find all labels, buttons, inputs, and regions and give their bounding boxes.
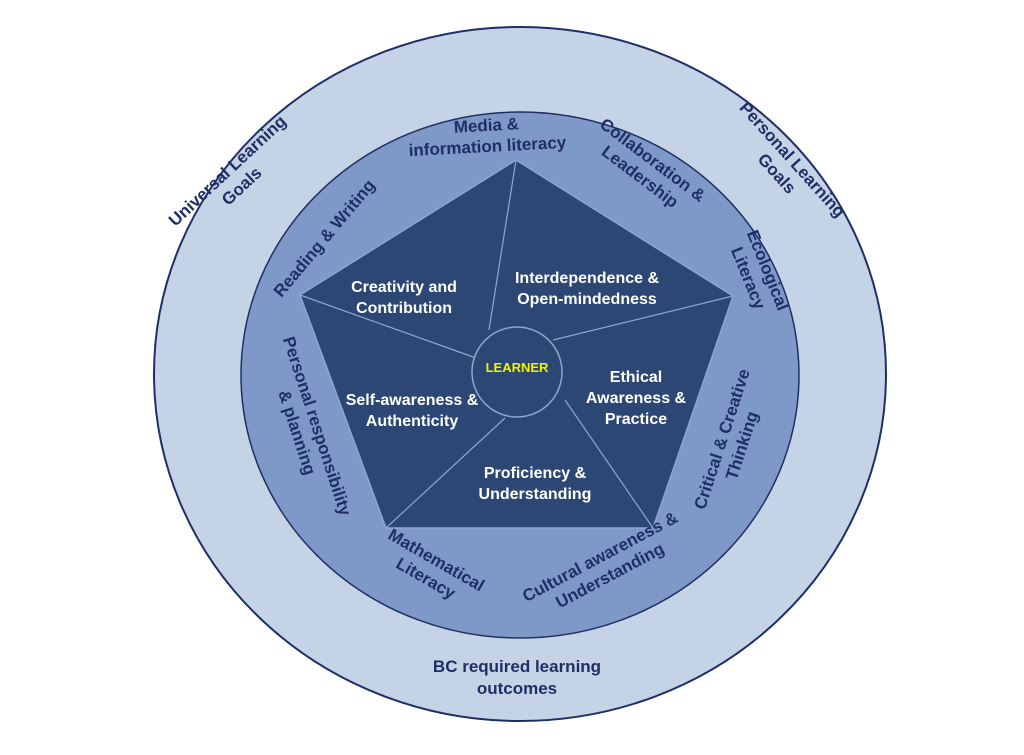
learner-label: LEARNER — [486, 360, 549, 375]
svg-text:BC required learning: BC required learning — [433, 657, 601, 676]
self-awareness-label: Self-awareness & Authenticity — [346, 392, 479, 430]
svg-text:Contribution: Contribution — [356, 300, 452, 317]
svg-text:Proficiency &: Proficiency & — [484, 465, 587, 482]
interdependence-label: Interdependence & Open-mindedness — [515, 270, 659, 308]
ethical-label: Ethical Awareness & Practice — [586, 369, 687, 428]
svg-text:Understanding: Understanding — [479, 486, 592, 503]
svg-text:Awareness &: Awareness & — [586, 390, 687, 407]
creativity-label: Creativity and Contribution — [351, 279, 457, 317]
svg-text:Ethical: Ethical — [610, 369, 662, 386]
svg-text:Self-awareness &: Self-awareness & — [346, 392, 479, 409]
svg-text:Open-mindedness: Open-mindedness — [517, 291, 657, 308]
svg-text:Authenticity: Authenticity — [366, 413, 459, 430]
bc-outcomes-label: BC required learning outcomes — [433, 657, 601, 698]
svg-text:Media &: Media & — [453, 114, 519, 136]
svg-text:outcomes: outcomes — [477, 679, 557, 698]
svg-text:Interdependence &: Interdependence & — [515, 270, 659, 287]
svg-text:Practice: Practice — [605, 411, 667, 428]
learner-circle — [471, 326, 563, 418]
svg-text:Creativity and: Creativity and — [351, 279, 457, 296]
pentagon-dividers — [299, 159, 734, 529]
proficiency-label: Proficiency & Understanding — [479, 465, 592, 503]
